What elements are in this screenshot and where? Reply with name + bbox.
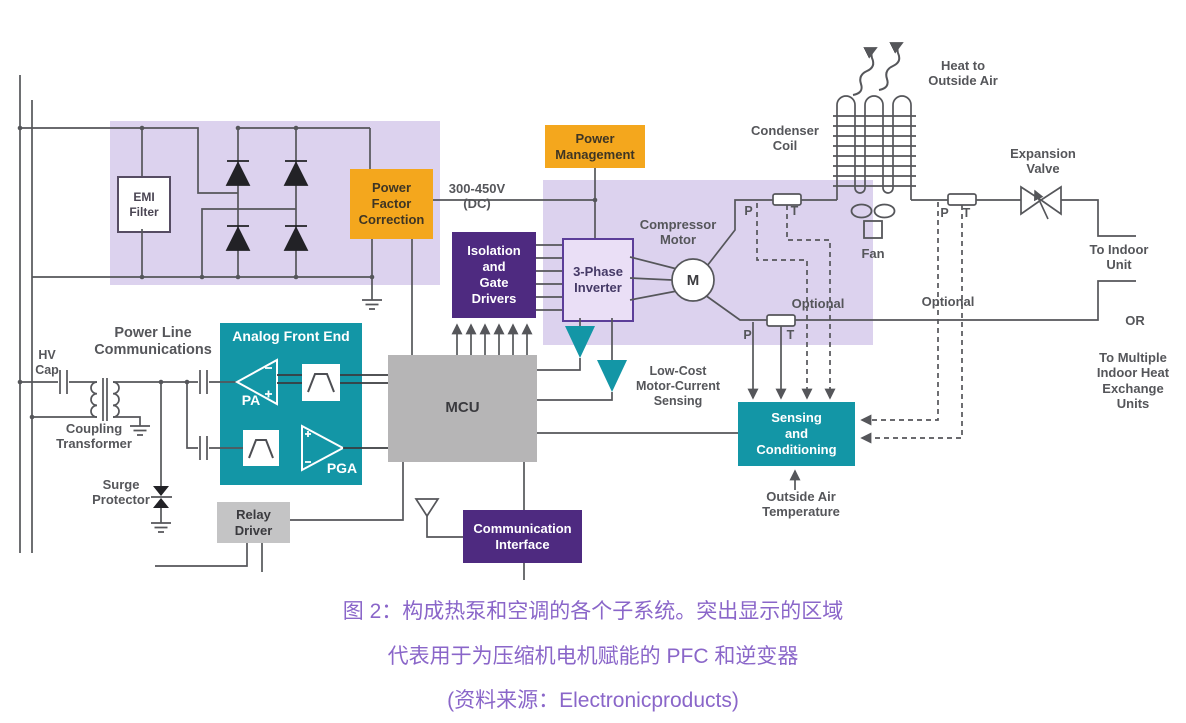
label-fan: Fan bbox=[861, 246, 885, 261]
label-optional-right: Optional bbox=[921, 294, 975, 309]
block-power-factor-correction: Power Factor Correction bbox=[350, 169, 433, 239]
label-p-sensor-1: P bbox=[744, 204, 753, 218]
label-dc-bus-voltage: 300-450V (DC) bbox=[448, 181, 506, 212]
label-or: OR bbox=[1125, 313, 1145, 328]
heat-arrows-icon bbox=[852, 42, 904, 96]
label-to-multiple-units: To Multiple Indoor Heat Exchange Units bbox=[1096, 350, 1170, 411]
label-outside-air-temperature: Outside Air Temperature bbox=[762, 489, 840, 520]
block-communication-interface: Communication Interface bbox=[463, 510, 582, 563]
label-t-sensor-2: T bbox=[962, 206, 971, 220]
antenna-icon bbox=[414, 498, 440, 518]
label-to-indoor-unit: To Indoor Unit bbox=[1089, 242, 1149, 273]
label-heat-to-outside-air: Heat to Outside Air bbox=[928, 58, 998, 89]
block-mcu: MCU bbox=[388, 355, 537, 462]
block-power-management: Power Management bbox=[545, 125, 645, 168]
expansion-valve-icon bbox=[1020, 185, 1062, 220]
label-p-sensor-2: P bbox=[940, 206, 949, 220]
caption-line-3: (资料来源：Electronicproducts) bbox=[447, 689, 739, 712]
label-t-sensor-3: T bbox=[786, 328, 795, 342]
block-three-phase-inverter: 3-Phase Inverter bbox=[562, 238, 634, 322]
label-coupling-transformer: Coupling Transformer bbox=[56, 421, 132, 452]
caption-line-2: 代表用于为压缩机电机赋能的 PFC 和逆变器 bbox=[387, 645, 799, 668]
block-relay-driver: Relay Driver bbox=[217, 502, 290, 543]
label-hv-cap: HV Cap bbox=[35, 348, 59, 377]
label-motor-m: M bbox=[686, 272, 700, 289]
label-analog-front-end: Analog Front End bbox=[232, 328, 350, 344]
label-p-sensor-3: P bbox=[743, 328, 752, 342]
label-condenser-coil: Condenser Coil bbox=[751, 123, 819, 154]
label-optional-left: Optional bbox=[791, 296, 845, 311]
label-pa: PA bbox=[241, 392, 261, 408]
label-t-sensor-1: T bbox=[790, 204, 799, 218]
block-emi-filter: EMI Filter bbox=[117, 176, 171, 233]
label-compressor-motor: Compressor Motor bbox=[639, 217, 717, 248]
block-sensing-conditioning: Sensing and Conditioning bbox=[738, 402, 855, 466]
label-low-cost-sensing: Low-Cost Motor-Current Sensing bbox=[635, 364, 720, 408]
label-surge-protector: Surge Protector bbox=[92, 477, 150, 508]
label-power-line-communications: Power Line Communications bbox=[94, 325, 212, 359]
caption-line-1: 图 2：构成热泵和空调的各个子系统。突出显示的区域 bbox=[342, 600, 844, 623]
label-pga: PGA bbox=[326, 460, 358, 476]
block-isolation-gate-drivers: Isolation and Gate Drivers bbox=[452, 232, 536, 318]
label-expansion-valve: Expansion Valve bbox=[1010, 146, 1076, 177]
